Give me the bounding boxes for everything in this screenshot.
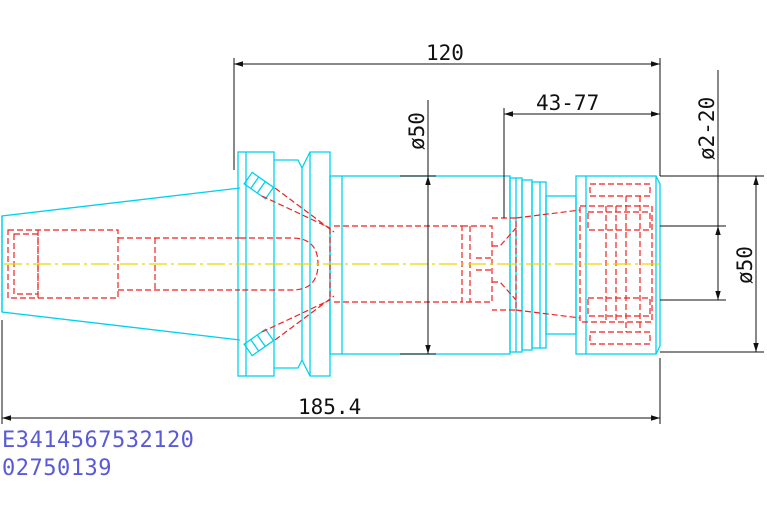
tool-outline (1, 151, 661, 377)
dim-diameter-collet: ø2-20 (695, 97, 719, 160)
dim-overall-length: 185.4 (298, 395, 361, 419)
dim-diameter-body: ø50 (405, 112, 429, 150)
dim-diameter-nose: ø50 (733, 246, 757, 284)
part-code-line2: 02750139 (2, 456, 112, 481)
part-code-line1: E3414567532120 (2, 428, 195, 453)
dimension-lines (1, 58, 764, 424)
dim-length-120: 120 (426, 41, 464, 65)
dim-clamp-range: 43-77 (536, 91, 599, 115)
